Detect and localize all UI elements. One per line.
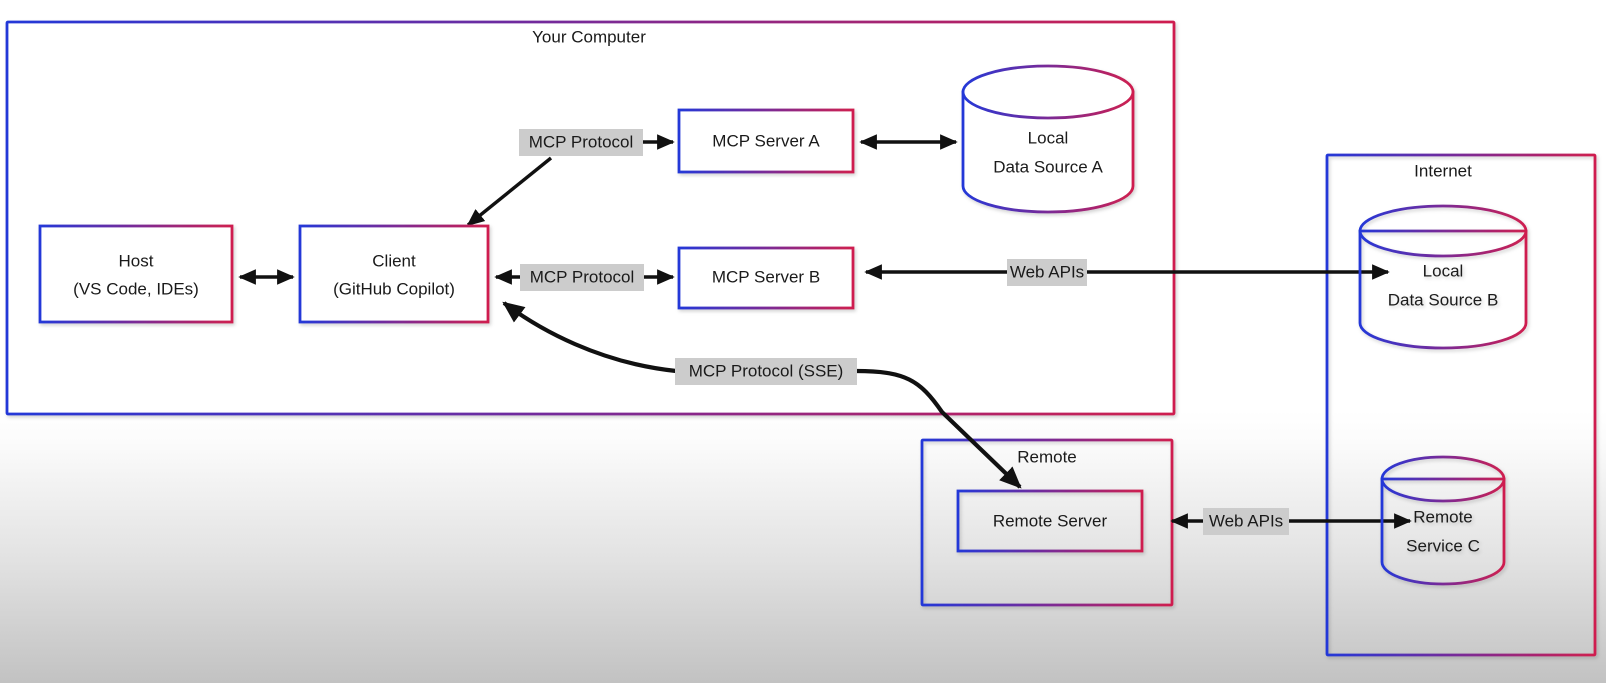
edge-label-web-apis-bottom-bg [1203,508,1289,535]
datasource-a-label-line2: Data Source A [993,157,1103,176]
remote-title: Remote [1017,447,1077,466]
your-computer-title: Your Computer [532,27,646,46]
edge-label-client-server-b-bg [520,264,644,291]
datasource-b-top [1358,204,1528,258]
edge-client-remote-curve-right [855,368,1022,489]
edge-label-server-b-datasource-b: Web APIs [1007,259,1087,286]
internet-boundary [1325,153,1597,657]
edge-label-sse-text: MCP Protocol (SSE) [689,361,844,380]
mcp-server-a-label: MCP Server A [712,131,820,150]
edge-client-server-a-diagonal [466,156,553,227]
edge-label-client-server-b: MCP Protocol [520,264,644,291]
datasource-b-label-line2: Data Source B [1388,290,1499,309]
datasource-b-body[interactable] [1358,229,1528,350]
edge-label-sse-bg [675,358,857,385]
datasource-b-label-line1: Local [1423,261,1464,280]
client-label-line2: (GitHub Copilot) [333,279,455,298]
container-internet: Internet [1325,153,1597,657]
service-c-body[interactable] [1380,477,1506,586]
node-datasource-b[interactable]: Local Data Source B [1358,204,1528,350]
node-mcp-server-b[interactable]: MCP Server B [677,246,855,310]
client-label-line1: Client [372,251,416,270]
node-remote-server[interactable]: Remote Server [956,489,1144,553]
service-c-label-line1: Remote [1413,507,1473,526]
edge-label-client-server-a-bg [519,129,643,156]
mcp-server-b-label: MCP Server B [712,267,820,286]
edge-label-web-apis-top-bg [1007,259,1087,286]
edge-client-remote-server [502,301,1022,489]
node-service-c[interactable]: Remote Service C [1380,455,1506,586]
host-label-line1: Host [119,251,154,270]
edge-label-client-server-a-text: MCP Protocol [529,132,634,151]
client-box[interactable] [298,224,490,324]
background-lower [0,410,1606,683]
mcp-server-b-box[interactable] [677,246,855,310]
node-client[interactable]: Client (GitHub Copilot) [298,224,490,324]
service-c-label-line2: Service C [1406,536,1480,555]
edge-label-client-remote-server: MCP Protocol (SSE) [675,358,857,385]
node-host[interactable]: Host (VS Code, IDEs) [38,224,234,324]
node-datasource-a[interactable]: Local Data Source A [961,64,1135,214]
internet-title: Internet [1414,161,1472,180]
datasource-a-body[interactable] [961,90,1135,214]
datasource-a-top [961,64,1135,120]
remote-server-box[interactable] [956,489,1144,553]
edge-label-web-apis-top-text: Web APIs [1010,262,1084,281]
edge-client-remote-curve-left [502,301,677,374]
node-mcp-server-a[interactable]: MCP Server A [677,108,855,174]
edge-label-client-server-a: MCP Protocol [519,129,643,156]
edge-client-server-a [466,134,675,227]
edge-label-web-apis-bottom-text: Web APIs [1209,511,1283,530]
edge-label-remote-server-service-c: Web APIs [1203,508,1289,535]
service-c-top [1380,455,1506,503]
mcp-server-a-box[interactable] [677,108,855,174]
host-label-line2: (VS Code, IDEs) [73,279,199,298]
host-box[interactable] [38,224,234,324]
edge-label-client-server-b-text: MCP Protocol [530,267,635,286]
datasource-a-label-line1: Local [1028,128,1069,147]
remote-server-label: Remote Server [993,511,1108,530]
